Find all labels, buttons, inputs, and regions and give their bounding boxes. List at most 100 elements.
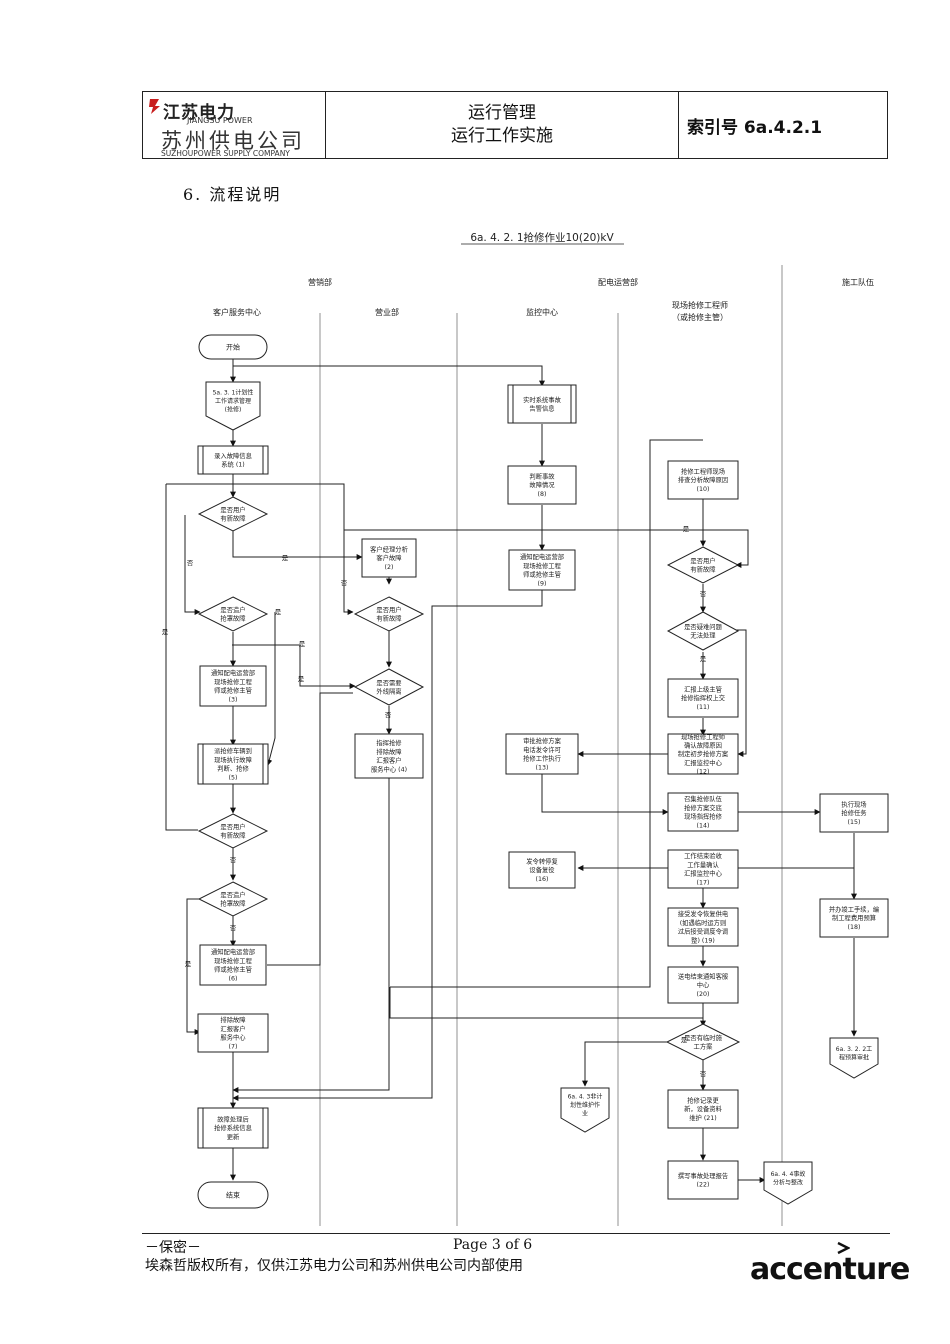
node-n18 — [819, 898, 889, 938]
decision-d_user_fault2 — [197, 813, 269, 849]
node-n4-text-3: 服务中心 (4) — [371, 764, 407, 773]
node-n13 — [505, 733, 579, 775]
company-logo: 江苏电力 JIANGSU POWER 苏州供电公司 SUZHOUPOWER SU… — [143, 92, 326, 158]
node-n1 — [197, 445, 269, 475]
node-n9-text-3: (9) — [538, 580, 547, 587]
terminal-start — [198, 334, 268, 360]
offpage-ref_643-text-1: 划性维护作 — [570, 1101, 600, 1109]
accenture-logo: accenture — [750, 1252, 910, 1287]
header-title-line2: 运行工作实施 — [451, 126, 553, 146]
node-n13-text-2: 抢修工作执行 — [523, 754, 561, 763]
decision-d_outage1-text-1: 抢罩故障 — [220, 614, 246, 623]
node-n_update-text-1: 抢修系统信息 — [214, 1123, 252, 1132]
node-n19-text-2: 过后接受调度令调 — [678, 927, 728, 936]
decision-d_temp-text-0: 是否有临时施 — [684, 1033, 722, 1042]
node-n20-text-1: 中心 — [697, 980, 710, 989]
edge-label: 是 — [700, 655, 707, 663]
edge-label: 是 — [299, 640, 306, 648]
node-n20 — [667, 966, 739, 1004]
node-n10-text-1: 排查分析故障原因 — [678, 475, 728, 484]
decision-d_difficult-text-1: 无法处理 — [690, 631, 716, 640]
decision-d_temp — [665, 1023, 741, 1061]
edge-label: 否 — [230, 856, 237, 864]
node-n6-text-0: 通知配电运营部 — [211, 947, 255, 956]
decision-d_user_fault1 — [197, 496, 269, 532]
node-n5 — [197, 743, 269, 785]
edge-label: 否 — [341, 579, 348, 587]
decision-d_user_fault4-text-0: 是否用户 — [690, 556, 715, 565]
offpage-ref_644-text-0: 6a. 4. 4事故 — [771, 1170, 806, 1178]
offpage-ref_531-text-1: 工作请求管理 — [215, 397, 251, 405]
node-n14-text-2: 现场指挥抢修 — [684, 812, 722, 821]
node-n18-text-2: (18) — [848, 924, 861, 931]
decision-d_isolate — [353, 668, 425, 706]
node-n8-text-2: (8) — [538, 491, 547, 498]
edge-label: 否 — [700, 1070, 707, 1078]
node-n21 — [667, 1089, 739, 1129]
footer-divider — [142, 1233, 890, 1234]
edge-label: 否 — [230, 924, 237, 932]
node-n_realtime-text-1: 告警信息 — [529, 404, 554, 413]
offpage-ref_531 — [205, 381, 261, 431]
edge-label: 是 — [282, 554, 289, 562]
decision-d_isolate-text-1: 外线隔离 — [376, 687, 401, 696]
decision-d_user_fault4 — [666, 546, 740, 584]
node-n9-text-2: 师或抢修主管 — [523, 570, 561, 579]
decision-d_outage2 — [197, 881, 269, 917]
decision-d_user_fault3-text-0: 是否用户 — [376, 605, 401, 614]
node-n11-text-2: (11) — [697, 704, 710, 711]
offpage-ref_322-text-0: 6a. 3. 2. 2工 — [836, 1046, 872, 1053]
flow-edge — [232, 531, 363, 560]
node-n3-text-0: 通知配电运营部 — [211, 668, 255, 677]
terminal-start-text: 开始 — [226, 343, 240, 352]
edge-label: 是 — [275, 608, 282, 616]
node-n_update-text-0: 故障处理后 — [217, 1115, 248, 1124]
node-n16-text-0: 发令转停复 — [526, 857, 558, 866]
node-n15-text-2: (15) — [848, 819, 861, 826]
node-n4-text-0: 指挥抢修 — [376, 738, 402, 747]
node-n11 — [667, 678, 739, 718]
node-n17-text-1: 工作量确认 — [687, 860, 719, 869]
flow-edge — [582, 1041, 668, 1087]
offpage-ref_322 — [829, 1037, 879, 1079]
flow-edge — [267, 692, 353, 966]
lane-customer-service: 客户服务中心 — [213, 307, 261, 317]
node-n5-text-2: 判断、抢修 — [217, 764, 249, 773]
node-n20-text-0: 送电结束通知客服 — [678, 972, 729, 981]
node-n6-text-1: 现场抢修工程 — [214, 956, 252, 965]
accenture-greater-than-icon — [837, 1241, 850, 1255]
node-n2-text-2: (2) — [385, 564, 394, 571]
node-n13-text-1: 电话发令许可 — [523, 745, 561, 754]
node-n19 — [667, 907, 739, 947]
node-n15 — [819, 793, 889, 833]
decision-d_user_fault3-text-1: 有新故障 — [376, 614, 402, 623]
node-n13-text-0: 审批抢修方案 — [523, 736, 561, 745]
header-title: 运行管理 运行工作实施 — [326, 92, 679, 158]
node-n21-text-2: 维护 (21) — [689, 1113, 717, 1122]
flow-edge — [541, 770, 669, 815]
node-n20-text-2: (20) — [697, 991, 710, 998]
footer-confidential: －保密－ — [145, 1240, 201, 1256]
node-n7-text-2: 服务中心 — [220, 1033, 246, 1042]
node-n16 — [508, 851, 576, 889]
decision-d_temp-text-1: 工方案 — [694, 1042, 714, 1051]
node-n18-text-0: 并办竣工手续，编 — [829, 905, 879, 914]
node-n21-text-0: 抢修记录更 — [687, 1096, 719, 1105]
node-n11-text-0: 汇报上级主管 — [684, 685, 722, 694]
decision-d_isolate-text-0: 是否需要 — [376, 679, 401, 687]
node-n12-text-3: 汇报监控中心 — [684, 758, 722, 767]
header-index: 索引号 6a.4.2.1 — [687, 117, 823, 138]
header-title-line1: 运行管理 — [468, 103, 536, 123]
node-n3 — [199, 665, 267, 707]
terminal-end — [197, 1181, 269, 1209]
decision-d_user_fault2-text-0: 是否用户 — [220, 822, 245, 831]
node-n9 — [508, 549, 576, 591]
node-n12-text-2: 制定初步抢修方案 — [678, 749, 729, 758]
node-n10 — [667, 460, 739, 500]
decision-d_user_fault1-text-1: 有新故障 — [220, 514, 246, 523]
offpage-ref_322-text-1: 程预算审批 — [839, 1053, 869, 1061]
footer-copyright: 埃森哲版权所有，仅供江苏电力公司和苏州供电公司内部使用 — [145, 1258, 523, 1274]
logo-company-top-en: JIANGSU POWER — [187, 116, 253, 125]
node-n15-text-1: 抢修任务 — [841, 808, 867, 817]
